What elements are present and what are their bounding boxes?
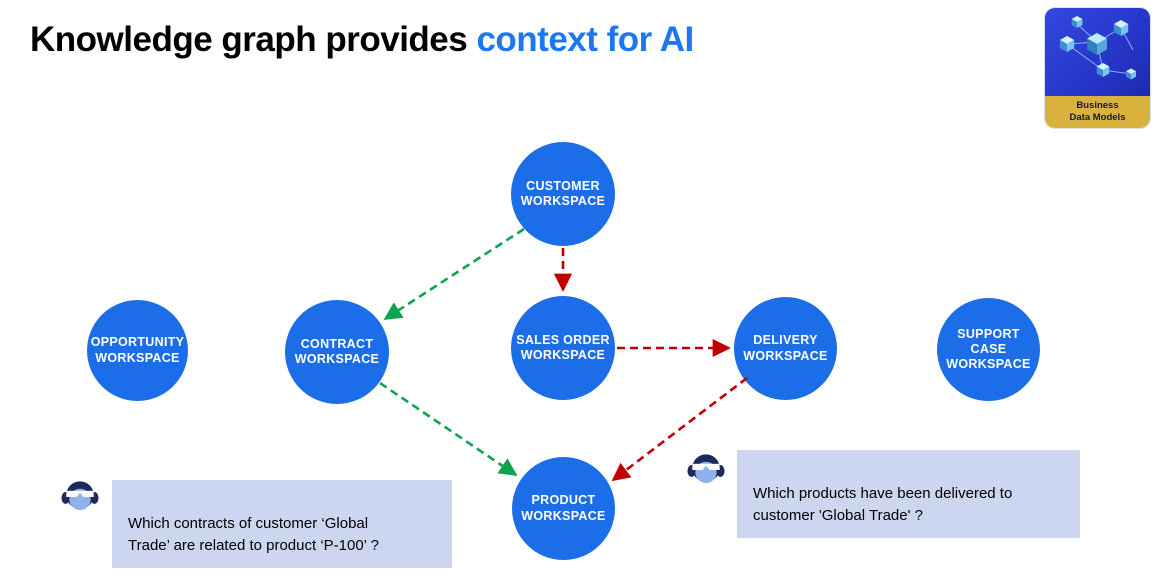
node-opportunity-workspace: OPPORTUNITY WORKSPACE xyxy=(87,300,188,401)
logo-label: Business Data Models xyxy=(1045,96,1150,128)
question-text: Which products have been delivered to cu… xyxy=(753,484,1013,525)
business-data-models-logo: Business Data Models xyxy=(1045,8,1150,128)
node-customer-workspace: CUSTOMER WORKSPACE xyxy=(511,142,615,246)
node-label: PRODUCT WORKSPACE xyxy=(521,493,606,523)
node-label: SUPPORT CASE WORKSPACE xyxy=(946,326,1031,372)
node-product-workspace: PRODUCT WORKSPACE xyxy=(512,457,615,560)
node-label: CUSTOMER WORKSPACE xyxy=(520,178,606,208)
question-box-deliveries: Which products have been delivered to cu… xyxy=(737,450,1080,538)
node-label: OPPORTUNITY WORKSPACE xyxy=(90,335,185,365)
node-label: SALES ORDER WORKSPACE xyxy=(516,332,610,362)
question-box-contracts: Which contracts of customer ‘Global Trad… xyxy=(112,480,452,568)
logo-cubes-graphic xyxy=(1045,8,1150,96)
node-contract-workspace: CONTRACT WORKSPACE xyxy=(285,300,389,404)
node-label: CONTRACT WORKSPACE xyxy=(294,336,380,366)
title-highlight: context for AI xyxy=(476,20,694,59)
node-sales-order-workspace: SALES ORDER WORKSPACE xyxy=(511,296,615,400)
title-text: Knowledge graph provides xyxy=(30,20,477,59)
user-avatar-icon xyxy=(687,451,725,489)
page-title: Knowledge graph provides context for AI xyxy=(30,20,694,60)
edge-delivery-to-product xyxy=(611,376,748,482)
node-support-case-workspace: SUPPORT CASE WORKSPACE xyxy=(937,298,1040,401)
edge-contract-to-product xyxy=(379,381,518,477)
logo-label-line2: Data Models xyxy=(1069,112,1126,123)
question-text: Which contracts of customer ‘Global Trad… xyxy=(128,514,379,555)
edge-customer-to-contract xyxy=(383,227,525,321)
logo-label-line1: Business xyxy=(1076,100,1119,112)
user-avatar-icon xyxy=(61,478,99,516)
node-delivery-workspace: DELIVERY WORKSPACE xyxy=(734,297,837,400)
cube-network-icon xyxy=(1059,16,1136,80)
node-label: DELIVERY WORKSPACE xyxy=(743,333,828,363)
